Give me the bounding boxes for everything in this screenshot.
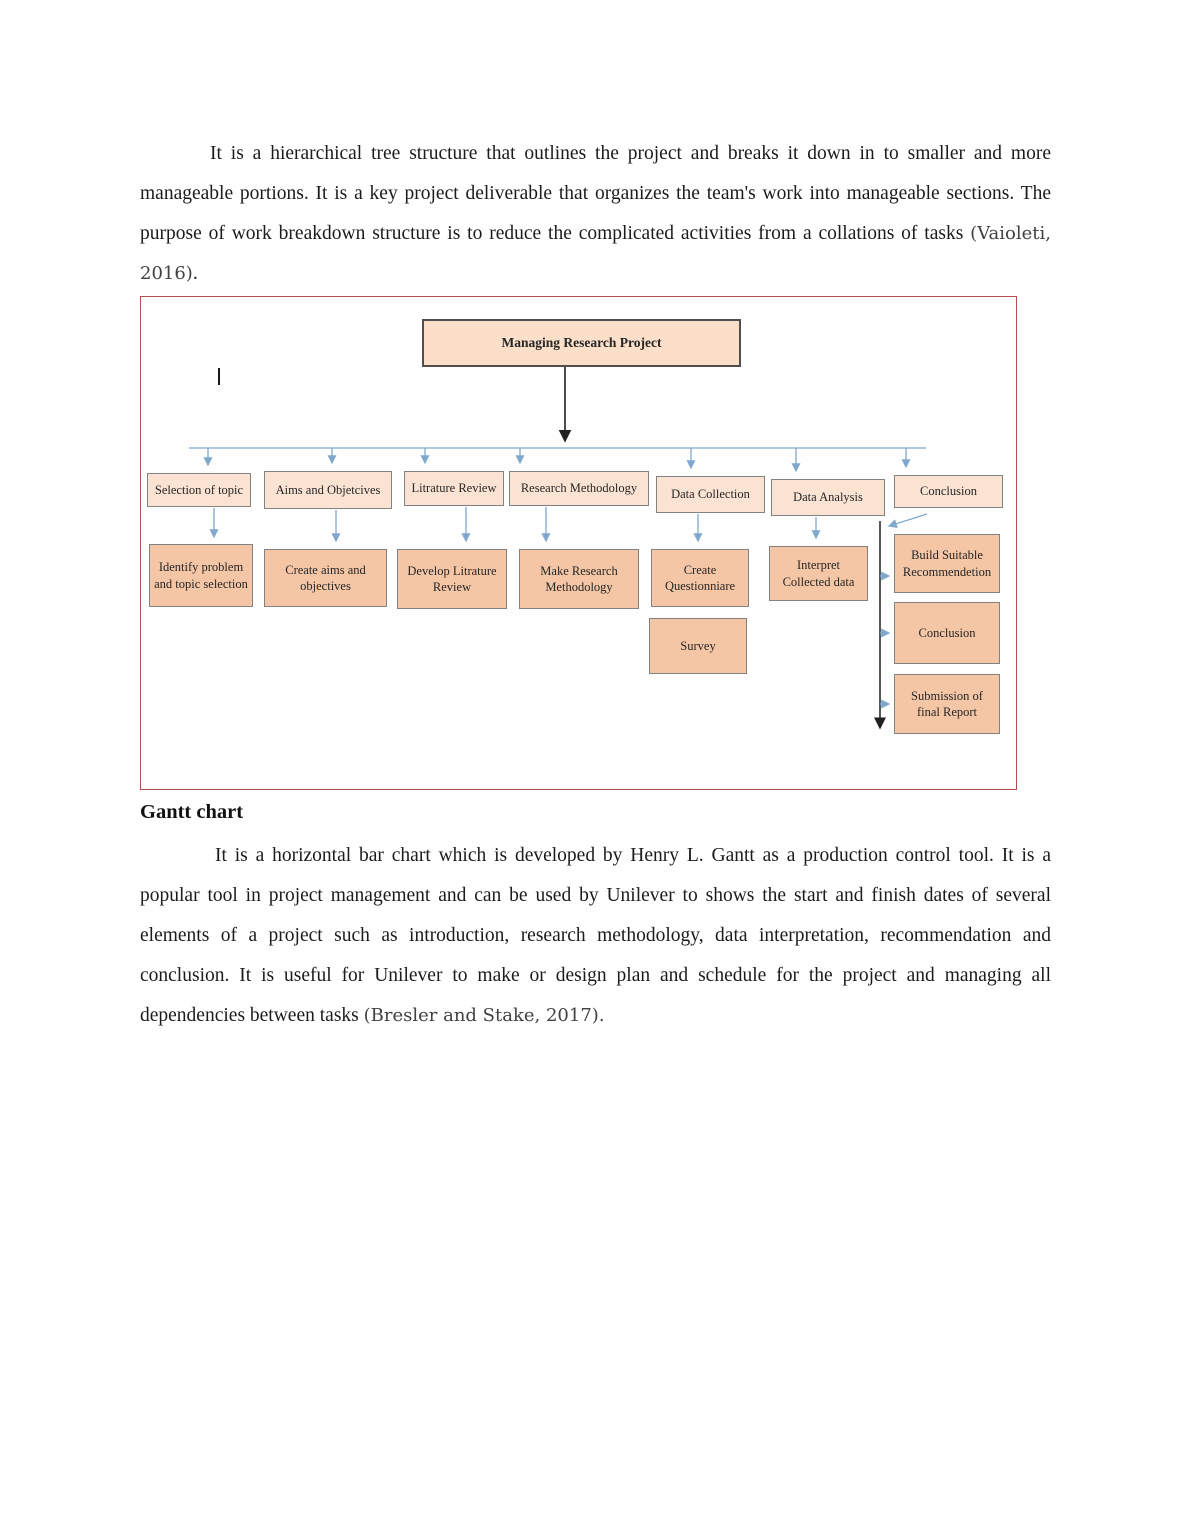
diagram-box-identify-problem: Identify problem and topic selection (149, 544, 253, 607)
diagram-box-aims-and-objectives: Aims and Objetcives (264, 471, 392, 509)
diagram-box-selection-of-topic: Selection of topic (147, 473, 251, 507)
diagram-box-create-aims: Create aims and objectives (264, 549, 387, 607)
paragraph-gantt: It is a horizontal bar chart which is de… (140, 836, 1051, 1036)
diagram-box-survey: Survey (649, 618, 747, 674)
citation-vaioleti: (Vaioleti, 2016) (140, 223, 1051, 284)
diagram-box-data-collection: Data Collection (656, 476, 765, 513)
connector-lines (189, 367, 928, 730)
diagram-box-literature-review: Litrature Review (404, 471, 504, 506)
diagram-box-make-research-methodology: Make Research Methodology (519, 549, 639, 609)
gantt-chart-heading: Gantt chart (140, 801, 244, 823)
diagram-box-develop-literature-review: Develop Litrature Review (397, 549, 507, 609)
diagram-box-conclusion: Conclusion (894, 475, 1003, 508)
diagram-box-interpret-collected-data: Interpret Collected data (769, 546, 868, 601)
diagram-box-data-analysis: Data Analysis (771, 479, 885, 516)
paragraph-gantt-text: It is a horizontal bar chart which is de… (140, 845, 1051, 1026)
diagram-box-managing-research-project: Managing Research Project (422, 319, 741, 367)
paragraph-gantt-end: . (598, 1005, 605, 1026)
paragraph-wbs: It is a hierarchical tree structure that… (140, 134, 1051, 294)
diagram-box-research-methodology: Research Methodology (509, 471, 649, 506)
diagram-box-build-suitable-recommendation: Build Suitable Recommendetion (894, 534, 1000, 593)
diagram-box-create-questionnaire: Create Questionniare (651, 549, 749, 607)
text-cursor (218, 368, 220, 385)
paragraph-wbs-text: It is a hierarchical tree structure that… (140, 143, 1051, 244)
wbs-diagram: Managing Research Project Selection of t… (140, 296, 1017, 790)
paragraph-wbs-end: . (192, 263, 198, 284)
diagram-box-submission-final-report: Submission of final Report (894, 674, 1000, 734)
diagram-box-conclusion-final: Conclusion (894, 602, 1000, 664)
citation-bresler-stake: (Bresler and Stake, 2017) (363, 1005, 599, 1026)
